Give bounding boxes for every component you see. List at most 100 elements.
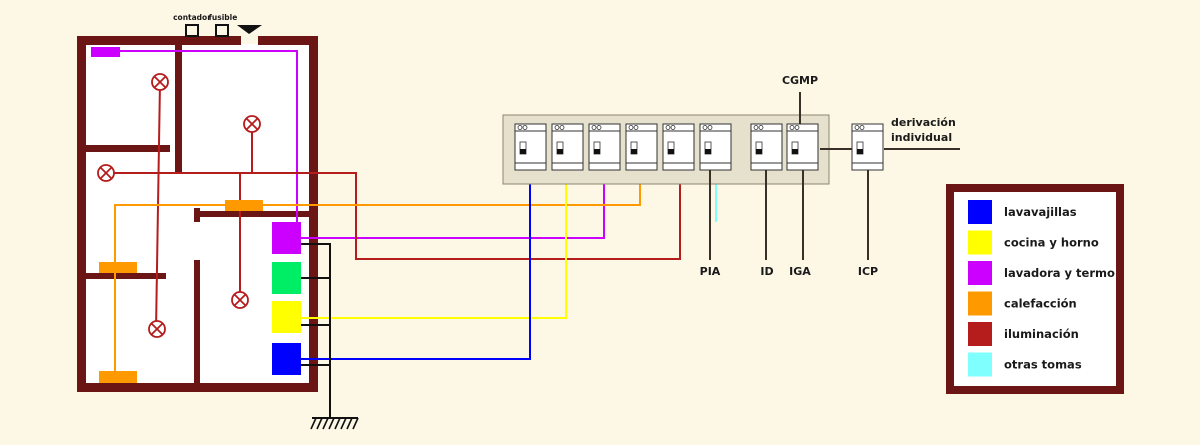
legend-item: lavavajillas xyxy=(968,200,1077,224)
terminal-icon xyxy=(758,125,764,130)
lamp-icon xyxy=(243,115,261,133)
terminal-icon xyxy=(559,125,565,130)
entry-arrow-icon xyxy=(237,25,262,34)
derivacion-label-1: derivación xyxy=(891,116,956,129)
socket-lavavajillas xyxy=(272,343,301,375)
breaker-b3 xyxy=(588,123,621,171)
walls xyxy=(77,36,318,392)
legend: lavavajillas cocina y horno lavadora y ter… xyxy=(946,184,1124,394)
legend-items: lavavajillas cocina y horno lavadora y ter… xyxy=(968,200,1115,377)
terminal-icon xyxy=(633,125,639,130)
terminal-icon xyxy=(753,125,759,130)
legend-item: calefacción xyxy=(968,291,1077,316)
legend-label: calefacción xyxy=(1004,297,1077,311)
socket-cocina xyxy=(272,301,301,333)
terminal-icon xyxy=(554,125,560,130)
ground-bus xyxy=(300,243,331,418)
wall-left xyxy=(77,36,86,392)
terminal-icon xyxy=(670,125,676,130)
terminal-icon xyxy=(854,125,860,130)
wall-bottom xyxy=(77,383,318,392)
lamp-icon xyxy=(231,291,249,309)
lamp-icon xyxy=(97,164,115,182)
socket-lavadora xyxy=(272,222,301,254)
lamp-icon xyxy=(148,320,166,338)
legend-label: lavavajillas xyxy=(1004,205,1077,219)
breaker-b6 xyxy=(699,123,732,171)
pia-label: PIA xyxy=(700,265,721,278)
wall-top-right xyxy=(258,36,318,45)
breaker-b4 xyxy=(625,123,658,171)
socket-otras xyxy=(272,262,301,294)
wire-cocina xyxy=(300,170,567,319)
terminal-icon xyxy=(702,125,708,130)
panel-lines xyxy=(709,92,960,260)
wire-lavavajillas xyxy=(300,170,531,360)
radiators xyxy=(99,200,263,383)
wall-top-left xyxy=(77,36,241,45)
breaker-b7 xyxy=(750,123,783,171)
id-label: ID xyxy=(760,265,773,278)
wire-lavadora xyxy=(300,170,605,239)
wall-interior-2 xyxy=(84,145,170,152)
terminal-icon xyxy=(859,125,865,130)
breaker-b9 xyxy=(851,123,884,171)
terminal-icon xyxy=(596,125,602,130)
terminal-icon xyxy=(628,125,634,130)
radiator-icon xyxy=(225,200,263,211)
wall-interior-3-cap xyxy=(194,208,200,222)
legend-swatch xyxy=(968,230,992,255)
terminal-icon xyxy=(591,125,597,130)
terminal-icon xyxy=(707,125,713,130)
contador-label: contador xyxy=(173,13,211,22)
legend-label: iluminación xyxy=(1004,327,1079,341)
breaker-b5 xyxy=(662,123,695,171)
wall-right xyxy=(309,36,318,392)
cgmp-label: CGMP xyxy=(782,74,818,87)
iga-label: IGA xyxy=(789,265,811,278)
fusible-label: fusible xyxy=(209,13,238,22)
wire-lavadora-house xyxy=(105,50,298,223)
legend-item: otras tomas xyxy=(968,352,1082,377)
terminal-icon xyxy=(522,125,528,130)
radiator-icon xyxy=(99,371,137,383)
terminal-icon xyxy=(517,125,523,130)
icp-label: ICP xyxy=(858,265,878,278)
sockets xyxy=(272,222,301,375)
legend-label: cocina y horno xyxy=(1004,236,1099,250)
legend-item: cocina y horno xyxy=(968,230,1099,255)
contador-icon xyxy=(185,24,199,37)
legend-label: lavadora y termo xyxy=(1004,266,1115,280)
wire-calefaccion xyxy=(114,170,641,377)
wall-interior-3 xyxy=(195,211,309,217)
legend-item: lavadora y termo xyxy=(968,261,1115,285)
breaker-b1 xyxy=(514,123,547,171)
breakers xyxy=(514,123,884,171)
derivacion-label-2: individual xyxy=(891,131,952,144)
legend-swatch xyxy=(968,261,992,285)
ground-hatch-icon xyxy=(310,417,359,430)
legend-swatch xyxy=(968,322,992,346)
floor-plan: contador fusible xyxy=(77,13,318,392)
radiator-icon xyxy=(99,262,137,273)
legend-swatch xyxy=(968,291,992,316)
wall-interior-1 xyxy=(175,44,182,172)
legend-item: iluminación xyxy=(968,322,1079,346)
wire-iluminacion xyxy=(114,170,681,260)
ground-wires xyxy=(300,243,358,419)
terminal-icon xyxy=(665,125,671,130)
wall-interior-4 xyxy=(84,273,166,279)
wires xyxy=(105,50,717,430)
legend-swatch xyxy=(968,352,992,377)
fusible-icon xyxy=(215,24,229,37)
wall-interior-5 xyxy=(194,260,200,384)
terminal-icon xyxy=(789,125,795,130)
legend-label: otras tomas xyxy=(1004,358,1082,372)
terminal-icon xyxy=(794,125,800,130)
breaker-b2 xyxy=(551,123,584,171)
lamp-icon xyxy=(151,73,169,91)
breaker-b8 xyxy=(786,123,819,171)
termo-icon xyxy=(91,47,120,57)
breaker-body xyxy=(514,123,547,171)
